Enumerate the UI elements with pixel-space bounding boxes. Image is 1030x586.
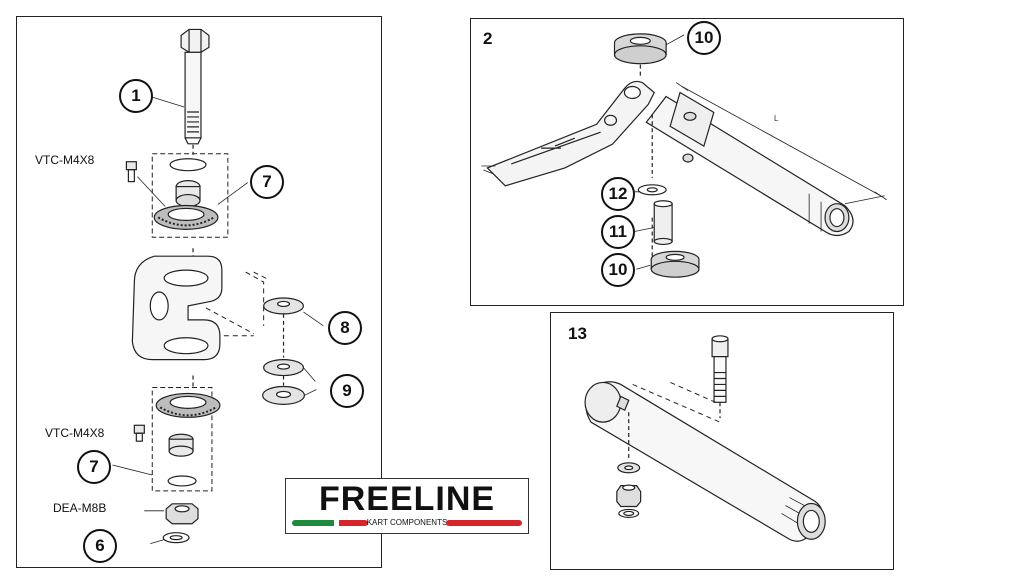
part-callout-10-bottom[interactable]: 10 — [601, 253, 635, 287]
part-callout-6[interactable]: 6 — [83, 529, 117, 563]
logo-wordmark: FREELINE — [318, 480, 496, 518]
logo-stripe-red — [446, 520, 522, 526]
part-code-nut: DEA-M8B — [53, 501, 107, 515]
exploded-view-panel-axle: 13 — [550, 312, 894, 570]
callout-number: 10 — [694, 28, 714, 47]
part-callout-7-bottom[interactable]: 7 — [77, 450, 111, 484]
part-callout-10-top[interactable]: 10 — [687, 21, 721, 55]
panel-number: 2 — [483, 29, 493, 48]
part-code-screw-bottom: VTC-M4X8 — [45, 426, 105, 440]
callout-number: 1 — [131, 86, 141, 105]
part-callout-9[interactable]: 9 — [330, 374, 364, 408]
callout-number: 12 — [608, 184, 628, 203]
callout-number: 7 — [89, 457, 99, 476]
part-callout-12[interactable]: 12 — [601, 177, 635, 211]
callout-number: 9 — [342, 381, 352, 400]
callout-number: 6 — [95, 536, 105, 555]
part-callout-11[interactable]: 11 — [601, 215, 635, 249]
logo-stripe-italian-flag — [292, 520, 368, 526]
callout-number: 10 — [608, 260, 628, 279]
logo-tagline: KART COMPONENTS — [366, 518, 448, 527]
callout-number: 8 — [340, 318, 350, 337]
exploded-view-panel-spindle: 2 — [470, 18, 904, 306]
part-callout-8[interactable]: 8 — [328, 311, 362, 345]
part-code-screw-top: VTC-M4X8 — [35, 153, 95, 167]
part-callout-1[interactable]: 1 — [119, 79, 153, 113]
callout-number: 7 — [262, 172, 272, 191]
bolt-drawing — [180, 28, 210, 145]
panel-number: 13 — [568, 324, 587, 343]
freeline-logo: FREELINE KART COMPONENTS — [285, 478, 529, 534]
exploded-view-panel-left: 1 7 8 9 7 6 VTC-M4X8 VTC-M4X8 DEA-M8B — [16, 16, 382, 568]
dimension-label-L: L — [774, 114, 779, 123]
part-callout-7-top[interactable]: 7 — [250, 165, 284, 199]
axle-tube-drawing — [584, 335, 826, 542]
callout-number: 11 — [609, 222, 627, 241]
left-assembly-drawing — [112, 28, 324, 544]
spindle-drawing — [481, 33, 887, 278]
